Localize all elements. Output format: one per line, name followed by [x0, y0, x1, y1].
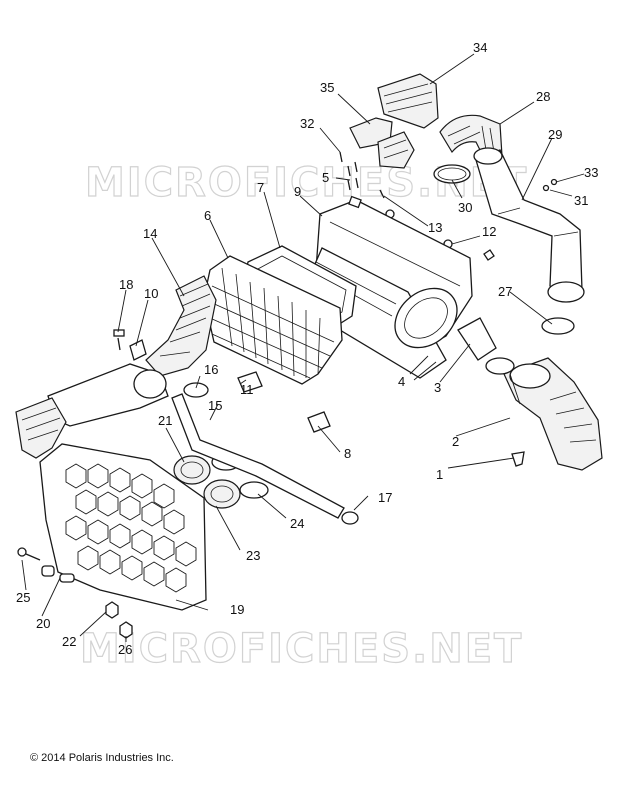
left-intake-tube	[15, 363, 169, 459]
callout-4: 4	[398, 374, 405, 389]
callout-26: 26	[118, 642, 132, 657]
callout-35: 35	[320, 80, 334, 95]
callout-28: 28	[536, 89, 550, 104]
callout-23: 23	[246, 548, 260, 563]
part-23-coupler	[203, 479, 241, 509]
callout-25: 25	[16, 590, 30, 605]
part-15-hose	[171, 393, 345, 519]
callout-8: 8	[344, 446, 351, 461]
callout-15: 15	[208, 398, 222, 413]
part-5-screws	[347, 161, 359, 191]
part-19-hex-airbox	[39, 443, 207, 611]
part-30-clamp	[433, 164, 471, 184]
callout-10: 10	[144, 286, 158, 301]
callout-labels: 34 35 28 29 32 33 31 30 5 13 12 9 7 6 14…	[16, 40, 598, 657]
callout-19: 19	[230, 602, 244, 617]
callout-22: 22	[62, 634, 76, 649]
callout-12: 12	[482, 224, 496, 239]
callout-7: 7	[257, 180, 264, 195]
part-16-clamp	[183, 382, 209, 398]
callout-21: 21	[158, 413, 172, 428]
callout-9: 9	[294, 184, 301, 199]
leader-lines	[21, 53, 585, 642]
part-29-long-tube	[473, 147, 585, 303]
part-3-outlet	[457, 317, 515, 375]
callout-11: 11	[240, 382, 254, 397]
callout-3: 3	[434, 380, 441, 395]
part-8-clip	[307, 411, 331, 433]
part-17-plug	[341, 511, 359, 525]
watermark-bottom: MICROFICHES.NET	[80, 626, 523, 672]
callout-17: 17	[378, 490, 392, 505]
part-21-coupler	[173, 455, 211, 485]
part-32-screw	[339, 151, 343, 163]
callout-14: 14	[143, 226, 157, 241]
callout-30: 30	[458, 200, 472, 215]
part-34-upper-duct	[377, 73, 439, 129]
part-31-33-fasteners	[542, 178, 558, 192]
part-11-clip	[237, 371, 263, 393]
part-26-nut	[119, 621, 133, 639]
part-2-elbow	[503, 357, 603, 471]
callout-6: 6	[204, 208, 211, 223]
part-12-bolts	[443, 239, 495, 261]
callout-29: 29	[548, 127, 562, 142]
part-25-bolt	[17, 547, 41, 561]
callout-20: 20	[36, 616, 50, 631]
callout-24: 24	[290, 516, 304, 531]
callout-16: 16	[204, 362, 218, 377]
part-14-bellows-duct	[145, 275, 217, 377]
callout-2: 2	[452, 434, 459, 449]
copyright-notice: © 2014 Polaris Industries Inc.	[30, 752, 174, 764]
callout-32: 32	[300, 116, 314, 131]
callout-13: 13	[428, 220, 442, 235]
callout-27: 27	[498, 284, 512, 299]
callout-31: 31	[574, 193, 588, 208]
callout-1: 1	[436, 467, 443, 482]
callout-5: 5	[322, 170, 329, 185]
part-22-nut	[105, 601, 119, 619]
part-1-fitting	[511, 451, 525, 467]
callout-18: 18	[119, 277, 133, 292]
part-18-bolt	[113, 329, 125, 351]
callout-33: 33	[584, 165, 598, 180]
callout-34: 34	[473, 40, 487, 55]
part-10-bracket	[129, 339, 147, 361]
part-35-duct-pieces	[349, 117, 415, 169]
